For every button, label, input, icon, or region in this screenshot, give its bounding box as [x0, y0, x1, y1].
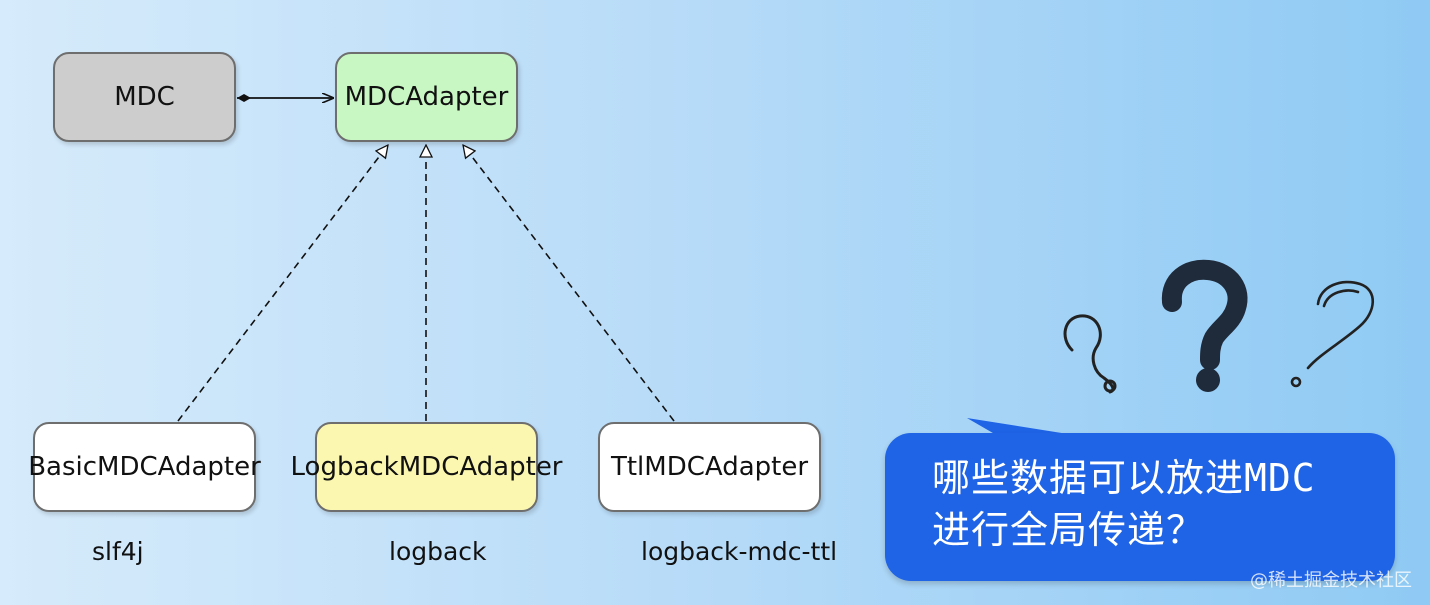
question-mark-icon [1290, 280, 1375, 388]
caption-logback-mdc-ttl: logback-mdc-ttl [641, 537, 838, 566]
node-mdc: MDC [53, 52, 236, 142]
question-marks-illustration [1063, 259, 1375, 394]
question-mark-icon [1063, 314, 1117, 394]
node-ttl-mdc-adapter: TtlMDCAdapter [598, 422, 821, 512]
speech-bubble [885, 433, 1395, 581]
node-mdc-adapter: MDCAdapter [335, 52, 518, 142]
caption-logback: logback [389, 537, 487, 566]
speech-bubble-text: 哪些数据可以放进MDC 进行全局传递？ [932, 452, 1382, 556]
bubble-line-1: 哪些数据可以放进MDC [932, 456, 1316, 500]
watermark: @稀土掘金技术社区 [1250, 570, 1412, 591]
node-basic-mdc-adapter: BasicMDCAdapter [28, 422, 261, 512]
bubble-line-2: 进行全局传递？ [932, 508, 1206, 552]
caption-slf4j: slf4j [92, 537, 144, 566]
question-mark-icon [1161, 259, 1248, 392]
realization-ttl [463, 145, 675, 422]
realization-basic [177, 145, 388, 422]
node-logback-mdc-adapter: LogbackMDCAdapter [291, 422, 563, 512]
